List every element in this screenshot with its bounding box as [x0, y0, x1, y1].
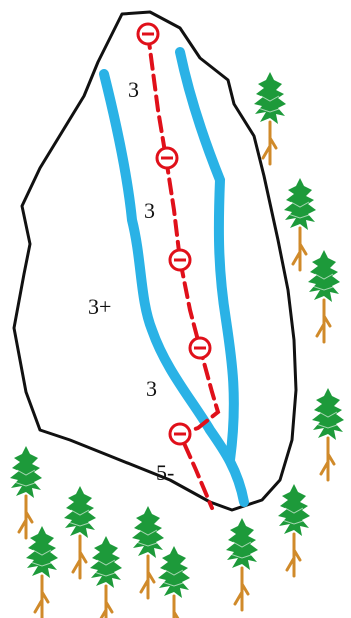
bolt-icon	[155, 146, 179, 170]
rock-outline	[12, 10, 298, 512]
grade-label: 5-	[156, 460, 174, 485]
grade-label: 3	[144, 198, 155, 223]
bolt-icon	[168, 422, 192, 446]
grade-label: 3	[146, 376, 157, 401]
tree-icon	[306, 248, 342, 344]
tree-icon	[310, 386, 346, 482]
grade-label: 3+	[88, 294, 111, 319]
tree-icon	[62, 484, 98, 580]
left-crack	[99, 69, 249, 507]
tree-icon	[8, 444, 44, 540]
grade-label: 3	[128, 77, 139, 102]
bolt-icon	[168, 248, 192, 272]
bolt-icon	[188, 336, 212, 360]
tree-icon	[156, 544, 192, 618]
right-crack	[175, 47, 239, 465]
tree-icon	[130, 504, 166, 600]
bolt-icon	[136, 22, 160, 46]
tree-icon	[88, 534, 124, 618]
tree-icon	[282, 176, 318, 272]
tree-icon	[224, 516, 260, 612]
tree-icon	[276, 482, 312, 578]
tree-icon	[24, 524, 60, 618]
